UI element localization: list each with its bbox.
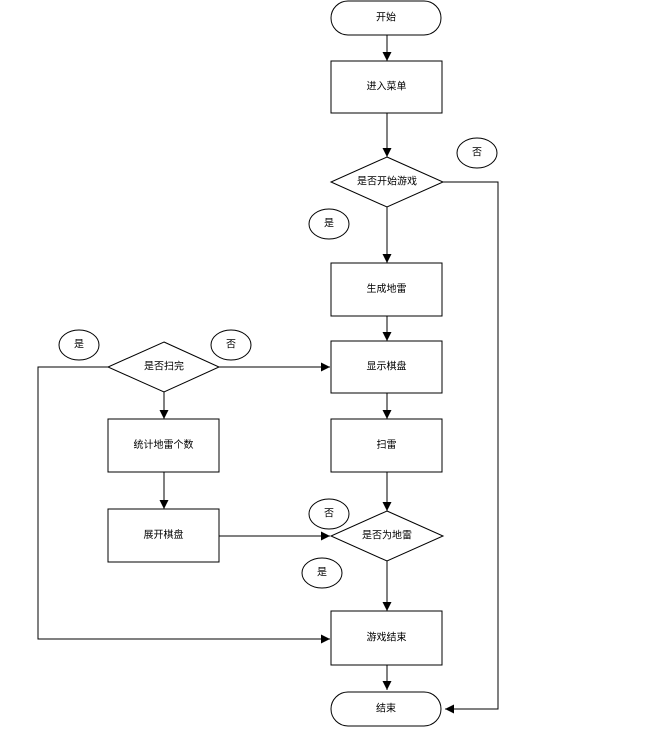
cleared-decision-label: 是否扫完 bbox=[144, 360, 184, 373]
cleared-yes-label: 是 bbox=[58, 329, 100, 361]
edge-cleared-to-gameover bbox=[37, 366, 330, 644]
start-game-no-label: 否 bbox=[456, 137, 498, 169]
start-terminal: 开始 bbox=[330, 0, 442, 36]
start-label: 开始 bbox=[376, 11, 396, 24]
generate-mines-process: 生成地雷 bbox=[330, 262, 443, 317]
svg-text:是: 是 bbox=[324, 218, 334, 230]
svg-text:否: 否 bbox=[472, 147, 482, 159]
svg-text:是: 是 bbox=[317, 567, 327, 579]
svg-text:是: 是 bbox=[74, 339, 84, 351]
sweep-label: 扫雷 bbox=[377, 438, 397, 451]
sweep-process: 扫雷 bbox=[330, 418, 443, 473]
svg-text:否: 否 bbox=[324, 508, 334, 520]
enter-menu-label: 进入菜单 bbox=[367, 81, 407, 93]
start-game-decision: 是否开始游戏 bbox=[329, 156, 445, 208]
svg-text:否: 否 bbox=[226, 339, 236, 351]
enter-menu-process: 进入菜单 bbox=[330, 60, 443, 114]
count-mines-label: 统计地雷个数 bbox=[134, 438, 194, 451]
show-board-label: 显示棋盘 bbox=[367, 360, 407, 373]
is-mine-yes-label: 是 bbox=[301, 557, 343, 589]
is-mine-no-label: 否 bbox=[308, 498, 350, 530]
expand-board-label: 展开棋盘 bbox=[144, 528, 184, 541]
expand-board-process: 展开棋盘 bbox=[107, 508, 220, 563]
game-over-process: 游戏结束 bbox=[330, 610, 443, 666]
is-mine-decision: 是否为地雷 bbox=[329, 510, 445, 562]
edge-no-to-end bbox=[443, 181, 499, 714]
end-terminal: 结束 bbox=[330, 691, 442, 727]
end-label: 结束 bbox=[376, 702, 396, 715]
cleared-no-label: 否 bbox=[210, 329, 252, 361]
cleared-decision: 是否扫完 bbox=[106, 341, 221, 393]
connectors bbox=[37, 35, 499, 714]
show-board-process: 显示棋盘 bbox=[330, 340, 443, 394]
is-mine-decision-label: 是否为地雷 bbox=[362, 529, 412, 542]
generate-mines-label: 生成地雷 bbox=[367, 282, 407, 295]
count-mines-process: 统计地雷个数 bbox=[107, 418, 220, 473]
game-over-label: 游戏结束 bbox=[367, 631, 407, 644]
start-game-yes-label: 是 bbox=[308, 208, 350, 240]
start-game-decision-label: 是否开始游戏 bbox=[357, 175, 417, 188]
